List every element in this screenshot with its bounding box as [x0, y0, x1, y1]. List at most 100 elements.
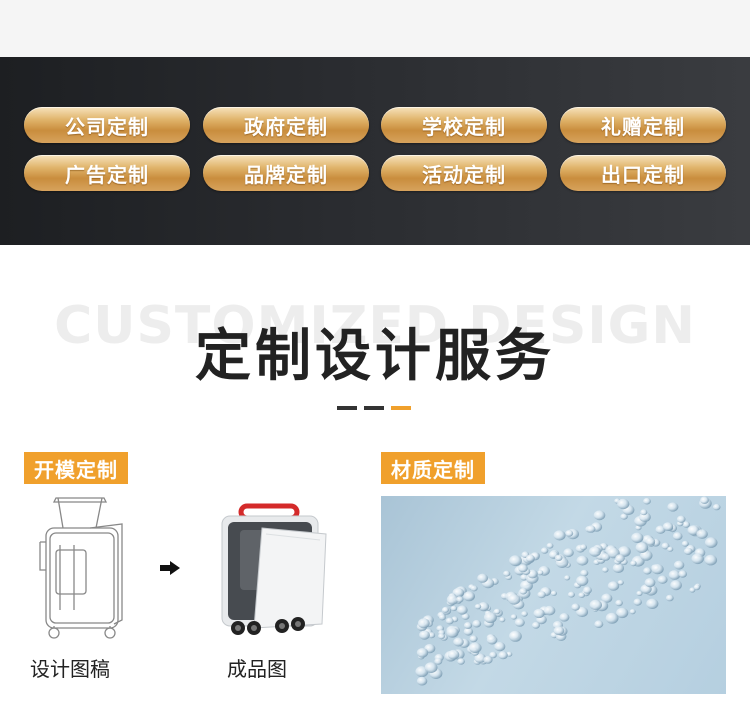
- granule-bead: [673, 560, 685, 570]
- granule-bead: [469, 635, 478, 643]
- granule-bead: [540, 547, 549, 554]
- granule-bead: [553, 530, 566, 541]
- granule-bead: [554, 554, 563, 561]
- granule-bead: [662, 522, 674, 531]
- granule-bead: [428, 632, 436, 639]
- granule-bead: [564, 575, 571, 581]
- granule-bead: [463, 622, 473, 629]
- granule-bead: [571, 603, 580, 611]
- granule-bead: [494, 641, 506, 652]
- granule-bead: [576, 555, 589, 566]
- granule-bead: [681, 540, 689, 547]
- granule-bead: [629, 609, 636, 615]
- granule-bead: [605, 612, 619, 624]
- granule-bead: [463, 627, 474, 636]
- granule-bead: [506, 651, 513, 657]
- granule-bead: [617, 498, 630, 510]
- category-pill-advertising[interactable]: 广告定制: [24, 155, 190, 191]
- granule-bead: [601, 593, 613, 603]
- granule-bead: [689, 587, 696, 593]
- granule-bead: [691, 553, 704, 565]
- granule-bead: [546, 542, 554, 549]
- granule-bead: [521, 611, 528, 617]
- granule-bead: [489, 651, 497, 659]
- category-pill-school[interactable]: 学校定制: [381, 107, 547, 143]
- granule-bead: [416, 648, 429, 658]
- granule-bead: [559, 613, 570, 622]
- granule-bead: [615, 599, 623, 607]
- granule-bead: [553, 626, 565, 636]
- granule-bead: [456, 596, 464, 603]
- granule-bead: [672, 532, 683, 541]
- title-divider-dash-accent: [391, 406, 411, 410]
- category-pill-export[interactable]: 出口定制: [560, 155, 726, 191]
- granule-bead: [630, 560, 637, 567]
- granule-bead: [578, 592, 585, 598]
- granule-bead: [704, 537, 718, 548]
- section-title: 定制设计服务: [195, 324, 555, 389]
- granule-bead: [498, 651, 508, 660]
- granule-bead: [472, 619, 482, 628]
- granule-bead: [616, 607, 629, 619]
- granule-bead: [676, 515, 686, 523]
- granule-bead: [483, 612, 497, 624]
- category-panel: 公司定制 政府定制 学校定制 礼赠定制 广告定制 品牌定制 活动定制 出口定制: [0, 57, 750, 245]
- granule-bead: [510, 614, 518, 620]
- granule-bead: [607, 581, 620, 591]
- granule-bead: [633, 598, 642, 606]
- granule-bead: [456, 605, 468, 615]
- granule-bead: [509, 555, 522, 567]
- granule-bead: [640, 509, 648, 516]
- granule-bead: [668, 570, 681, 580]
- granule-bead: [563, 548, 574, 558]
- top-strip: [0, 0, 750, 57]
- granule-bead: [474, 603, 482, 610]
- category-pill-event[interactable]: 活动定制: [381, 155, 547, 191]
- category-pill-government[interactable]: 政府定制: [203, 107, 369, 143]
- granule-bead: [483, 656, 493, 664]
- granule-bead: [620, 513, 628, 520]
- granule-bead: [704, 554, 718, 566]
- granule-bead: [486, 635, 498, 645]
- granule-bead: [537, 570, 544, 576]
- section-bg-title: CUSTOMIZED DESIGN: [54, 296, 696, 356]
- granule-bead: [499, 617, 506, 623]
- granule-bead: [712, 503, 721, 511]
- granule-bead: [453, 637, 464, 647]
- granule-bead: [670, 580, 682, 591]
- granule-bead: [645, 537, 656, 546]
- material-granules-image: [381, 496, 726, 694]
- title-divider-dash-1: [337, 406, 357, 410]
- granule-bead: [533, 608, 545, 619]
- granule-bead: [687, 525, 700, 536]
- granule-bead: [683, 547, 693, 555]
- granule-bead: [661, 542, 670, 550]
- granule-bead: [615, 554, 625, 563]
- granule-bead: [567, 591, 575, 598]
- granule-bead: [636, 590, 643, 596]
- category-pill-gift[interactable]: 礼赠定制: [560, 107, 726, 143]
- granule-bead: [651, 564, 664, 575]
- granule-bead: [550, 590, 557, 596]
- granule-bead: [682, 521, 690, 528]
- granule-bead: [514, 618, 525, 627]
- title-divider-dash-2: [364, 406, 384, 410]
- granule-bead: [445, 617, 454, 625]
- granule-bead: [646, 598, 659, 609]
- granule-bead: [589, 546, 601, 557]
- category-pill-brand[interactable]: 品牌定制: [203, 155, 369, 191]
- mold-custom-label: 开模定制: [24, 452, 128, 484]
- category-pill-company[interactable]: 公司定制: [24, 107, 190, 143]
- arrow-right-icon: [160, 561, 180, 575]
- granule-bead: [700, 496, 709, 504]
- granule-bead: [457, 658, 465, 665]
- granule-bead: [612, 563, 624, 573]
- granule-bead: [667, 546, 674, 552]
- granule-bead: [693, 584, 701, 591]
- granule-bead: [617, 580, 624, 586]
- granule-bead: [525, 554, 535, 563]
- granule-bead: [696, 529, 708, 539]
- granule-bead: [576, 575, 589, 586]
- granule-bead: [635, 542, 649, 553]
- granule-bead: [446, 594, 459, 605]
